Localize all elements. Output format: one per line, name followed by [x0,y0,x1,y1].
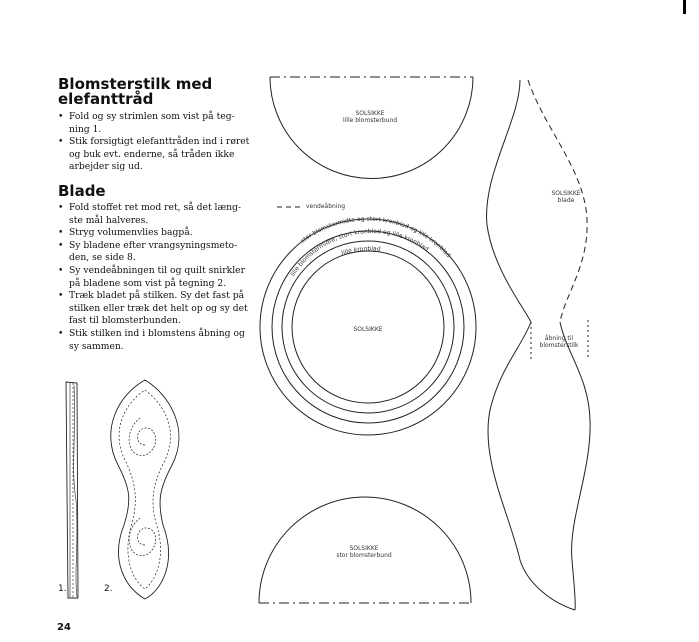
blade-heading: Blade [58,182,106,200]
flower-center-pattern [259,218,477,436]
blade-instruction-2-line1: Stryg volumenvlies bagpå. [69,227,193,239]
blade-instruction-3: Sy bladene efter vrangsyningsmeto- den, … [58,240,258,265]
blade-instruction-1-line2: ste mål halveres. [69,214,149,226]
blade-instruction-5-line3: fast til blomsterbunden. [69,315,181,327]
leaf-pattern [486,79,591,611]
blade-instruction-6-line1: Stik stilken ind i blomstens åbning og [69,327,245,339]
ring-inner-label: lille kronblad [341,245,381,257]
legend-label: vendeåbning [306,203,346,210]
blade-instruction-4-line2: på bladene som vist på tegning 2. [69,277,227,289]
blade-instruction-4: Sy vendeåbningen til og quilt snirkler p… [58,265,258,290]
large-base-name: SOLSIKKE [349,545,379,552]
stem-heading-line1: Blomsterstilk med [58,75,213,93]
blade-instruction-3-line1: Sy bladene efter vrangsyningsmeto- [69,239,238,251]
stem-instruction-1-line2: ning 1. [69,123,102,135]
stem-opening-label: åbning til blomsterstilk [509,335,609,349]
corner-mark [683,0,686,14]
large-base-pattern [258,496,472,604]
stem-instruction-1-line1: Fold og sy strimlen som vist på teg- [69,111,235,122]
small-base-label: SOLSIKKE lille blomsterbund [320,110,420,124]
stem-instruction-2-line3: arbejder sig ud. [69,161,143,173]
blade-section: Blade Fold stoffet ret mod ret, så det l… [58,184,258,353]
stem-heading-line2: elefanttråd [58,90,154,108]
stem-opening-line2: blomsterstilk [539,342,579,349]
leaf-name: SOLSIKKE [551,190,581,197]
blade-instruction-5: Træk bladet på stilken. Sy det fast på s… [58,290,258,328]
blade-instruction-3-line2: den, se side 8. [69,252,136,264]
blade-instruction-4-line1: Sy vendeåbningen til og quilt snirkler [69,264,245,276]
stem-instructions: Fold og sy strimlen som vist på teg- nin… [58,111,258,174]
leaf-desc: blade [557,197,575,204]
figure-2-label: 2. [104,584,113,594]
blade-instruction-1: Fold stoffet ret mod ret, så det læng- s… [58,202,258,227]
flower-center-label: SOLSIKKE [353,326,383,333]
small-base-desc: lille blomsterbund [342,117,398,124]
blade-instruction-6-line2: sy sammen. [69,340,124,352]
large-base-desc: stor blomsterbund [336,552,392,559]
blade-instruction-5-line2: stilken eller træk det helt op og sy det [69,302,248,314]
leaf-illustration [110,379,180,600]
stem-instruction-1: Fold og sy strimlen som vist på teg- nin… [58,111,258,136]
stem-opening-line1: åbning til [544,335,574,342]
blade-instruction-1-line1: Fold stoffet ret mod ret, så det læng- [69,202,242,213]
leaf-label: SOLSIKKE blade [516,190,616,204]
stem-section: Blomsterstilk med elefanttråd Fold og sy… [58,77,258,174]
blade-instruction-2: Stryg volumenvlies bagpå. [58,227,258,240]
page-number: 24 [57,622,71,633]
figure-1-label: 1. [58,584,67,594]
small-base-name: SOLSIKKE [355,110,385,117]
blade-instruction-5-line1: Træk bladet på stilken. Sy det fast på [69,290,245,302]
stem-heading: Blomsterstilk med elefanttråd [58,77,258,107]
blade-instruction-6: Stik stilken ind i blomstens åbning og s… [58,328,258,353]
blade-instructions: Fold stoffet ret mod ret, så det læng- s… [58,202,258,353]
stem-instruction-2-line1: Stik forsigtigt elefanttråden ind i røre… [69,136,250,148]
stem-illustration [65,381,79,599]
small-base-pattern [269,76,474,179]
stem-instruction-2: Stik forsigtigt elefanttråden ind i røre… [58,136,258,174]
large-base-label: SOLSIKKE stor blomsterbund [314,545,414,559]
stem-instruction-2-line2: og buk evt. enderne, så tråden ikke [69,148,235,160]
